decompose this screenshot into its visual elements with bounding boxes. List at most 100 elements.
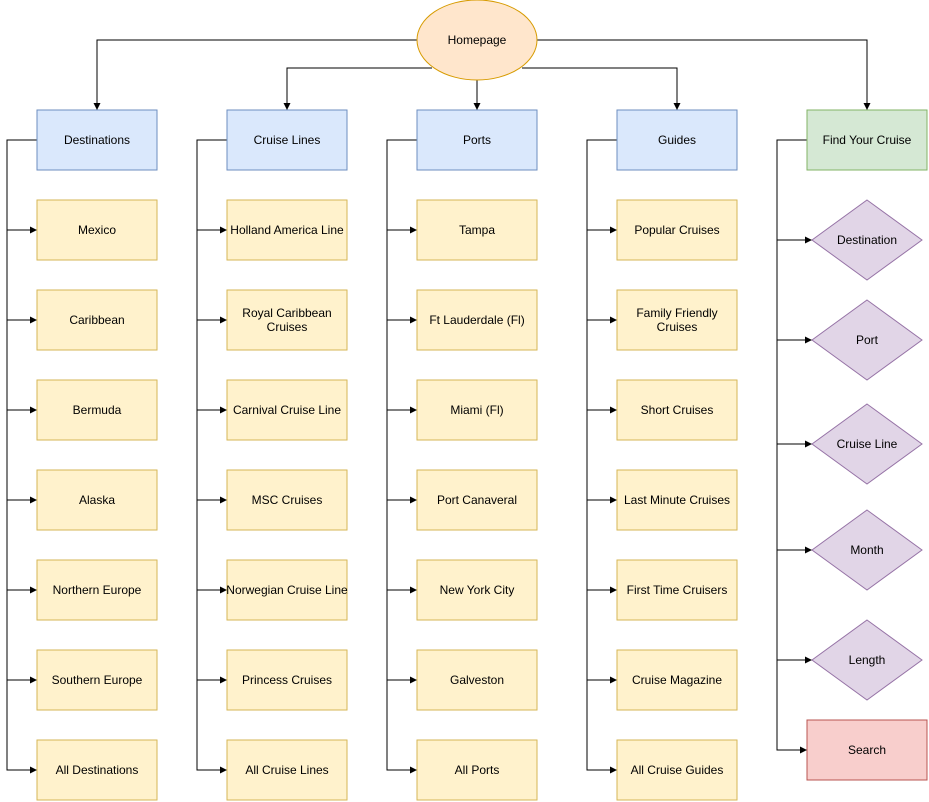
category-destinations[interactable]: Destinations — [36, 109, 158, 171]
item-ports-5[interactable]: Galveston — [416, 649, 538, 711]
connector-ports-6 — [386, 139, 417, 774]
filter-destination[interactable]: Destination — [811, 199, 923, 281]
item-guides-2-label: Short Cruises — [641, 403, 714, 417]
item-ports-3[interactable]: Port Canaveral — [416, 469, 538, 531]
connector-guides-4 — [586, 139, 617, 594]
item-ports-1-label: Ft Lauderdale (Fl) — [429, 313, 524, 327]
item-ports-3-label: Port Canaveral — [437, 493, 517, 507]
category-find-your-cruise[interactable]: Find Your Cruise — [806, 109, 928, 171]
category-ports-label: Ports — [463, 133, 491, 147]
connector-ports-4 — [386, 139, 417, 594]
item-guides-6-label: All Cruise Guides — [631, 763, 724, 777]
item-cruise-lines-0-label: Holland America Line — [230, 223, 344, 237]
item-cruise-lines-4-label: Norwegian Cruise Line — [226, 583, 348, 597]
connector-root-cruise-lines — [283, 67, 432, 110]
connector-destinations-2 — [6, 139, 37, 414]
item-guides-4-label: First Time Cruisers — [627, 583, 728, 597]
connector-ports-0 — [386, 139, 417, 234]
item-destinations-2-label: Bermuda — [73, 403, 122, 417]
category-cruise-lines[interactable]: Cruise Lines — [226, 109, 348, 171]
item-cruise-lines-2[interactable]: Carnival Cruise Line — [226, 379, 348, 441]
item-cruise-lines-5-label: Princess Cruises — [242, 673, 332, 687]
item-ports-4-label: New York City — [440, 583, 515, 597]
search-button-label: Search — [848, 743, 886, 757]
item-ports-2[interactable]: Miami (Fl) — [416, 379, 538, 441]
filter-cruise-line[interactable]: Cruise Line — [811, 403, 923, 485]
item-cruise-lines-0[interactable]: Holland America Line — [226, 199, 348, 261]
connector-guides-2 — [586, 139, 617, 414]
item-guides-5-label: Cruise Magazine — [632, 673, 722, 687]
item-guides-0-label: Popular Cruises — [634, 223, 719, 237]
connector-root-guides — [522, 67, 681, 110]
item-cruise-lines-4[interactable]: Norwegian Cruise Line — [226, 559, 348, 621]
category-cruise-lines-label: Cruise Lines — [254, 133, 321, 147]
filter-port[interactable]: Port — [811, 299, 923, 381]
connector-cruise-lines-6 — [196, 139, 227, 774]
connector-destinations-6 — [6, 139, 37, 774]
connector-finder-filter-4 — [776, 139, 812, 664]
filter-month-label: Month — [850, 543, 883, 557]
connector-root-finder — [537, 39, 871, 110]
connector-destinations-0 — [6, 139, 37, 234]
connector-guides-0 — [586, 139, 617, 234]
filter-month[interactable]: Month — [811, 509, 923, 591]
item-ports-5-label: Galveston — [450, 673, 504, 687]
category-guides-label: Guides — [658, 133, 696, 147]
item-destinations-0-label: Mexico — [78, 223, 116, 237]
filter-length[interactable]: Length — [811, 619, 923, 701]
item-cruise-lines-3[interactable]: MSC Cruises — [226, 469, 348, 531]
search-button[interactable]: Search — [806, 719, 928, 781]
connector-cruise-lines-4 — [196, 139, 227, 594]
filter-port-label: Port — [856, 333, 879, 347]
item-guides-4[interactable]: First Time Cruisers — [616, 559, 738, 621]
item-destinations-4[interactable]: Northern Europe — [36, 559, 158, 621]
item-destinations-4-label: Northern Europe — [53, 583, 142, 597]
item-destinations-5-label: Southern Europe — [52, 673, 143, 687]
item-cruise-lines-2-label: Carnival Cruise Line — [233, 403, 341, 417]
homepage-node[interactable]: Homepage — [416, 0, 538, 81]
item-guides-6[interactable]: All Cruise Guides — [616, 739, 738, 801]
item-destinations-3-label: Alaska — [79, 493, 115, 507]
connector-finder-search — [776, 139, 807, 754]
item-guides-3-label: Last Minute Cruises — [624, 493, 730, 507]
category-guides[interactable]: Guides — [616, 109, 738, 171]
item-ports-0[interactable]: Tampa — [416, 199, 538, 261]
item-cruise-lines-3-label: MSC Cruises — [252, 493, 323, 507]
item-destinations-5[interactable]: Southern Europe — [36, 649, 158, 711]
item-destinations-6[interactable]: All Destinations — [36, 739, 158, 801]
connector-finder-filter-3 — [776, 139, 812, 554]
item-destinations-1[interactable]: Caribbean — [36, 289, 158, 351]
item-guides-3[interactable]: Last Minute Cruises — [616, 469, 738, 531]
item-destinations-2[interactable]: Bermuda — [36, 379, 158, 441]
filter-length-label: Length — [849, 653, 886, 667]
item-guides-0[interactable]: Popular Cruises — [616, 199, 738, 261]
item-destinations-3[interactable]: Alaska — [36, 469, 158, 531]
item-cruise-lines-5[interactable]: Princess Cruises — [226, 649, 348, 711]
homepage-node-label: Homepage — [448, 33, 507, 47]
category-destinations-label: Destinations — [64, 133, 130, 147]
item-ports-4[interactable]: New York City — [416, 559, 538, 621]
connector-cruise-lines-2 — [196, 139, 227, 414]
connector-ports-2 — [386, 139, 417, 414]
category-ports[interactable]: Ports — [416, 109, 538, 171]
connector-guides-6 — [586, 139, 617, 774]
item-destinations-6-label: All Destinations — [56, 763, 139, 777]
item-ports-6-label: All Ports — [455, 763, 500, 777]
item-destinations-1-label: Caribbean — [69, 313, 124, 327]
item-guides-2[interactable]: Short Cruises — [616, 379, 738, 441]
connector-root-destinations — [93, 39, 417, 110]
item-ports-2-label: Miami (Fl) — [450, 403, 503, 417]
item-cruise-lines-6[interactable]: All Cruise Lines — [226, 739, 348, 801]
item-ports-0-label: Tampa — [459, 223, 495, 237]
item-ports-1[interactable]: Ft Lauderdale (Fl) — [416, 289, 538, 351]
connector-finder-filter-2 — [776, 139, 812, 448]
category-find-your-cruise-label: Find Your Cruise — [823, 133, 912, 147]
item-destinations-0[interactable]: Mexico — [36, 199, 158, 261]
item-ports-6[interactable]: All Ports — [416, 739, 538, 801]
item-guides-5[interactable]: Cruise Magazine — [616, 649, 738, 711]
item-cruise-lines-6-label: All Cruise Lines — [245, 763, 328, 777]
